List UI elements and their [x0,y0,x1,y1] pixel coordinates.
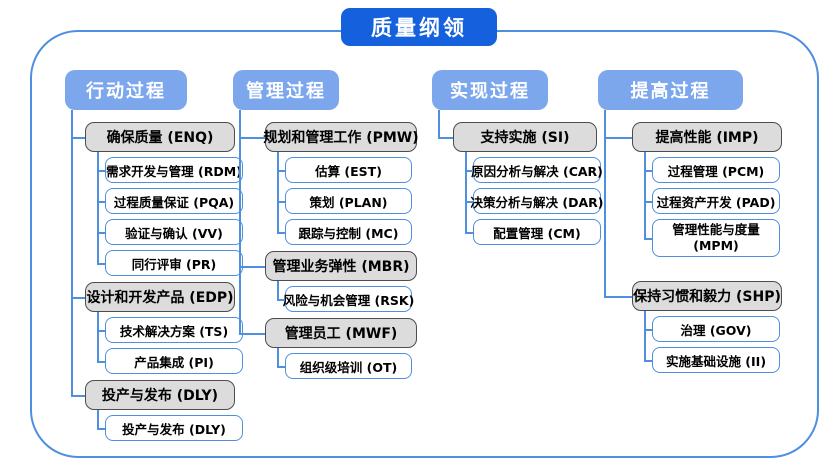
group-dly: 投产与发布 (DLY) 投产与发布 (DLY) [71,374,243,441]
column-groups: 规划和管理工作 (PMW) 估算 (EST) 策划 (PLAN) 跟踪与控制 (… [239,110,419,379]
group-box-pmw[interactable]: 规划和管理工作 (PMW) [263,122,419,152]
node-box-pi[interactable]: 产品集成 (PI) [105,348,243,374]
node-box-mpm[interactable]: 管理性能与度量 (MPM) [652,219,780,257]
group-mwf: 管理员工 (MWF) 组织级培训 (OT) [239,312,417,379]
group-children: 技术解决方案 (TS) 产品集成 (PI) [97,312,243,374]
node-box-gov[interactable]: 治理 (GOV) [652,316,780,342]
node-mpm: 管理性能与度量 (MPM) [644,214,782,257]
group-box-si[interactable]: 支持实施 (SI) [453,122,597,152]
node-box-plan[interactable]: 策划 (PLAN) [285,188,412,214]
group-box-mbr[interactable]: 管理业务弹性 (MBR) [265,251,417,281]
group-box-dly[interactable]: 投产与发布 (DLY) [85,380,235,410]
group-si: 支持实施 (SI) 原因分析与解决 (CAR) 决策分析与解决 (DAR) 配置… [438,110,603,245]
group-children: 估算 (EST) 策划 (PLAN) 跟踪与控制 (MC) [277,152,417,245]
group-shp: 保持习惯和毅力 (SHP) 治理 (GOV) 实施基础设施 (II) [604,257,782,373]
node-vv: 验证与确认 (VV) [97,214,243,245]
node-box-cm[interactable]: 配置管理 (CM) [473,219,601,245]
column-action-process: 行动过程 确保质量 (ENQ) 需求开发与管理 (RDM) 过程质量保证 (PQ… [65,70,243,441]
node-ii: 实施基础设施 (II) [644,342,782,373]
column-management-process: 管理过程 规划和管理工作 (PMW) 估算 (EST) 策划 (PLAN) 跟踪… [233,70,419,379]
node-box-ii[interactable]: 实施基础设施 (II) [652,347,780,373]
group-edp: 设计和开发产品 (EDP) 技术解决方案 (TS) 产品集成 (PI) [71,276,243,374]
node-box-dly[interactable]: 投产与发布 (DLY) [105,415,243,441]
node-pqa: 过程质量保证 (PQA) [97,183,243,214]
node-pr: 同行评审 (PR) [97,245,243,276]
node-cm: 配置管理 (CM) [465,214,601,245]
node-gov: 治理 (GOV) [644,311,782,342]
node-car: 原因分析与解决 (CAR) [465,152,603,183]
node-box-rsk[interactable]: 风险与机会管理 (RSK) [283,286,414,312]
column-groups: 支持实施 (SI) 原因分析与解决 (CAR) 决策分析与解决 (DAR) 配置… [438,110,603,245]
group-children: 投产与发布 (DLY) [97,410,243,441]
column-header-implementation-process[interactable]: 实现过程 [432,70,548,110]
column-groups: 确保质量 (ENQ) 需求开发与管理 (RDM) 过程质量保证 (PQA) 验证… [71,110,243,441]
node-box-pqa[interactable]: 过程质量保证 (PQA) [105,188,243,214]
node-box-dar[interactable]: 决策分析与解决 (DAR) [471,188,603,214]
node-rsk: 风险与机会管理 (RSK) [277,281,417,312]
group-children: 原因分析与解决 (CAR) 决策分析与解决 (DAR) 配置管理 (CM) [465,152,603,245]
column-header-management-process[interactable]: 管理过程 [233,70,339,110]
node-est: 估算 (EST) [277,152,417,183]
column-groups: 提高性能 (IMP) 过程管理 (PCM) 过程资产开发 (PAD) 管理性能与… [604,110,782,373]
node-pi: 产品集成 (PI) [97,343,243,374]
group-box-imp[interactable]: 提高性能 (IMP) [632,122,782,152]
node-box-car[interactable]: 原因分析与解决 (CAR) [471,157,603,183]
group-mbr: 管理业务弹性 (MBR) 风险与机会管理 (RSK) [239,245,417,312]
group-children: 风险与机会管理 (RSK) [277,281,417,312]
diagram-title-label: 质量纲领 [371,16,467,40]
group-box-edp[interactable]: 设计和开发产品 (EDP) [85,282,235,312]
group-children: 需求开发与管理 (RDM) 过程质量保证 (PQA) 验证与确认 (VV) 同行… [97,152,243,276]
node-plan: 策划 (PLAN) [277,183,417,214]
node-mc: 跟踪与控制 (MC) [277,214,417,245]
node-box-mc[interactable]: 跟踪与控制 (MC) [285,219,412,245]
node-box-vv[interactable]: 验证与确认 (VV) [105,219,243,245]
group-imp: 提高性能 (IMP) 过程管理 (PCM) 过程资产开发 (PAD) 管理性能与… [604,110,782,257]
group-enq: 确保质量 (ENQ) 需求开发与管理 (RDM) 过程质量保证 (PQA) 验证… [71,110,243,276]
group-children: 治理 (GOV) 实施基础设施 (II) [644,311,782,373]
group-children: 过程管理 (PCM) 过程资产开发 (PAD) 管理性能与度量 (MPM) [644,152,782,257]
node-ot: 组织级培训 (OT) [277,348,417,379]
node-ts: 技术解决方案 (TS) [97,312,243,343]
group-box-shp[interactable]: 保持习惯和毅力 (SHP) [632,281,782,311]
node-dly: 投产与发布 (DLY) [97,410,243,441]
node-box-pcm[interactable]: 过程管理 (PCM) [652,157,780,183]
node-box-ot[interactable]: 组织级培训 (OT) [285,353,412,379]
node-pcm: 过程管理 (PCM) [644,152,782,183]
node-box-est[interactable]: 估算 (EST) [285,157,412,183]
diagram-title: 质量纲领 [341,8,497,46]
column-header-action-process[interactable]: 行动过程 [65,70,187,110]
group-box-mwf[interactable]: 管理员工 (MWF) [265,318,417,348]
group-box-enq[interactable]: 确保质量 (ENQ) [85,122,235,152]
column-header-improvement-process[interactable]: 提高过程 [598,70,743,110]
column-implementation-process: 实现过程 支持实施 (SI) 原因分析与解决 (CAR) 决策分析与解决 (DA… [432,70,603,245]
node-box-ts[interactable]: 技术解决方案 (TS) [105,317,243,343]
group-pmw: 规划和管理工作 (PMW) 估算 (EST) 策划 (PLAN) 跟踪与控制 (… [239,110,419,245]
node-box-rdm[interactable]: 需求开发与管理 (RDM) [105,157,243,183]
column-improvement-process: 提高过程 提高性能 (IMP) 过程管理 (PCM) 过程资产开发 (PAD) … [598,70,782,373]
node-box-pr[interactable]: 同行评审 (PR) [105,250,243,276]
group-children: 组织级培训 (OT) [277,348,417,379]
node-pad: 过程资产开发 (PAD) [644,183,782,214]
node-rdm: 需求开发与管理 (RDM) [97,152,243,183]
node-dar: 决策分析与解决 (DAR) [465,183,603,214]
node-box-pad[interactable]: 过程资产开发 (PAD) [652,188,780,214]
